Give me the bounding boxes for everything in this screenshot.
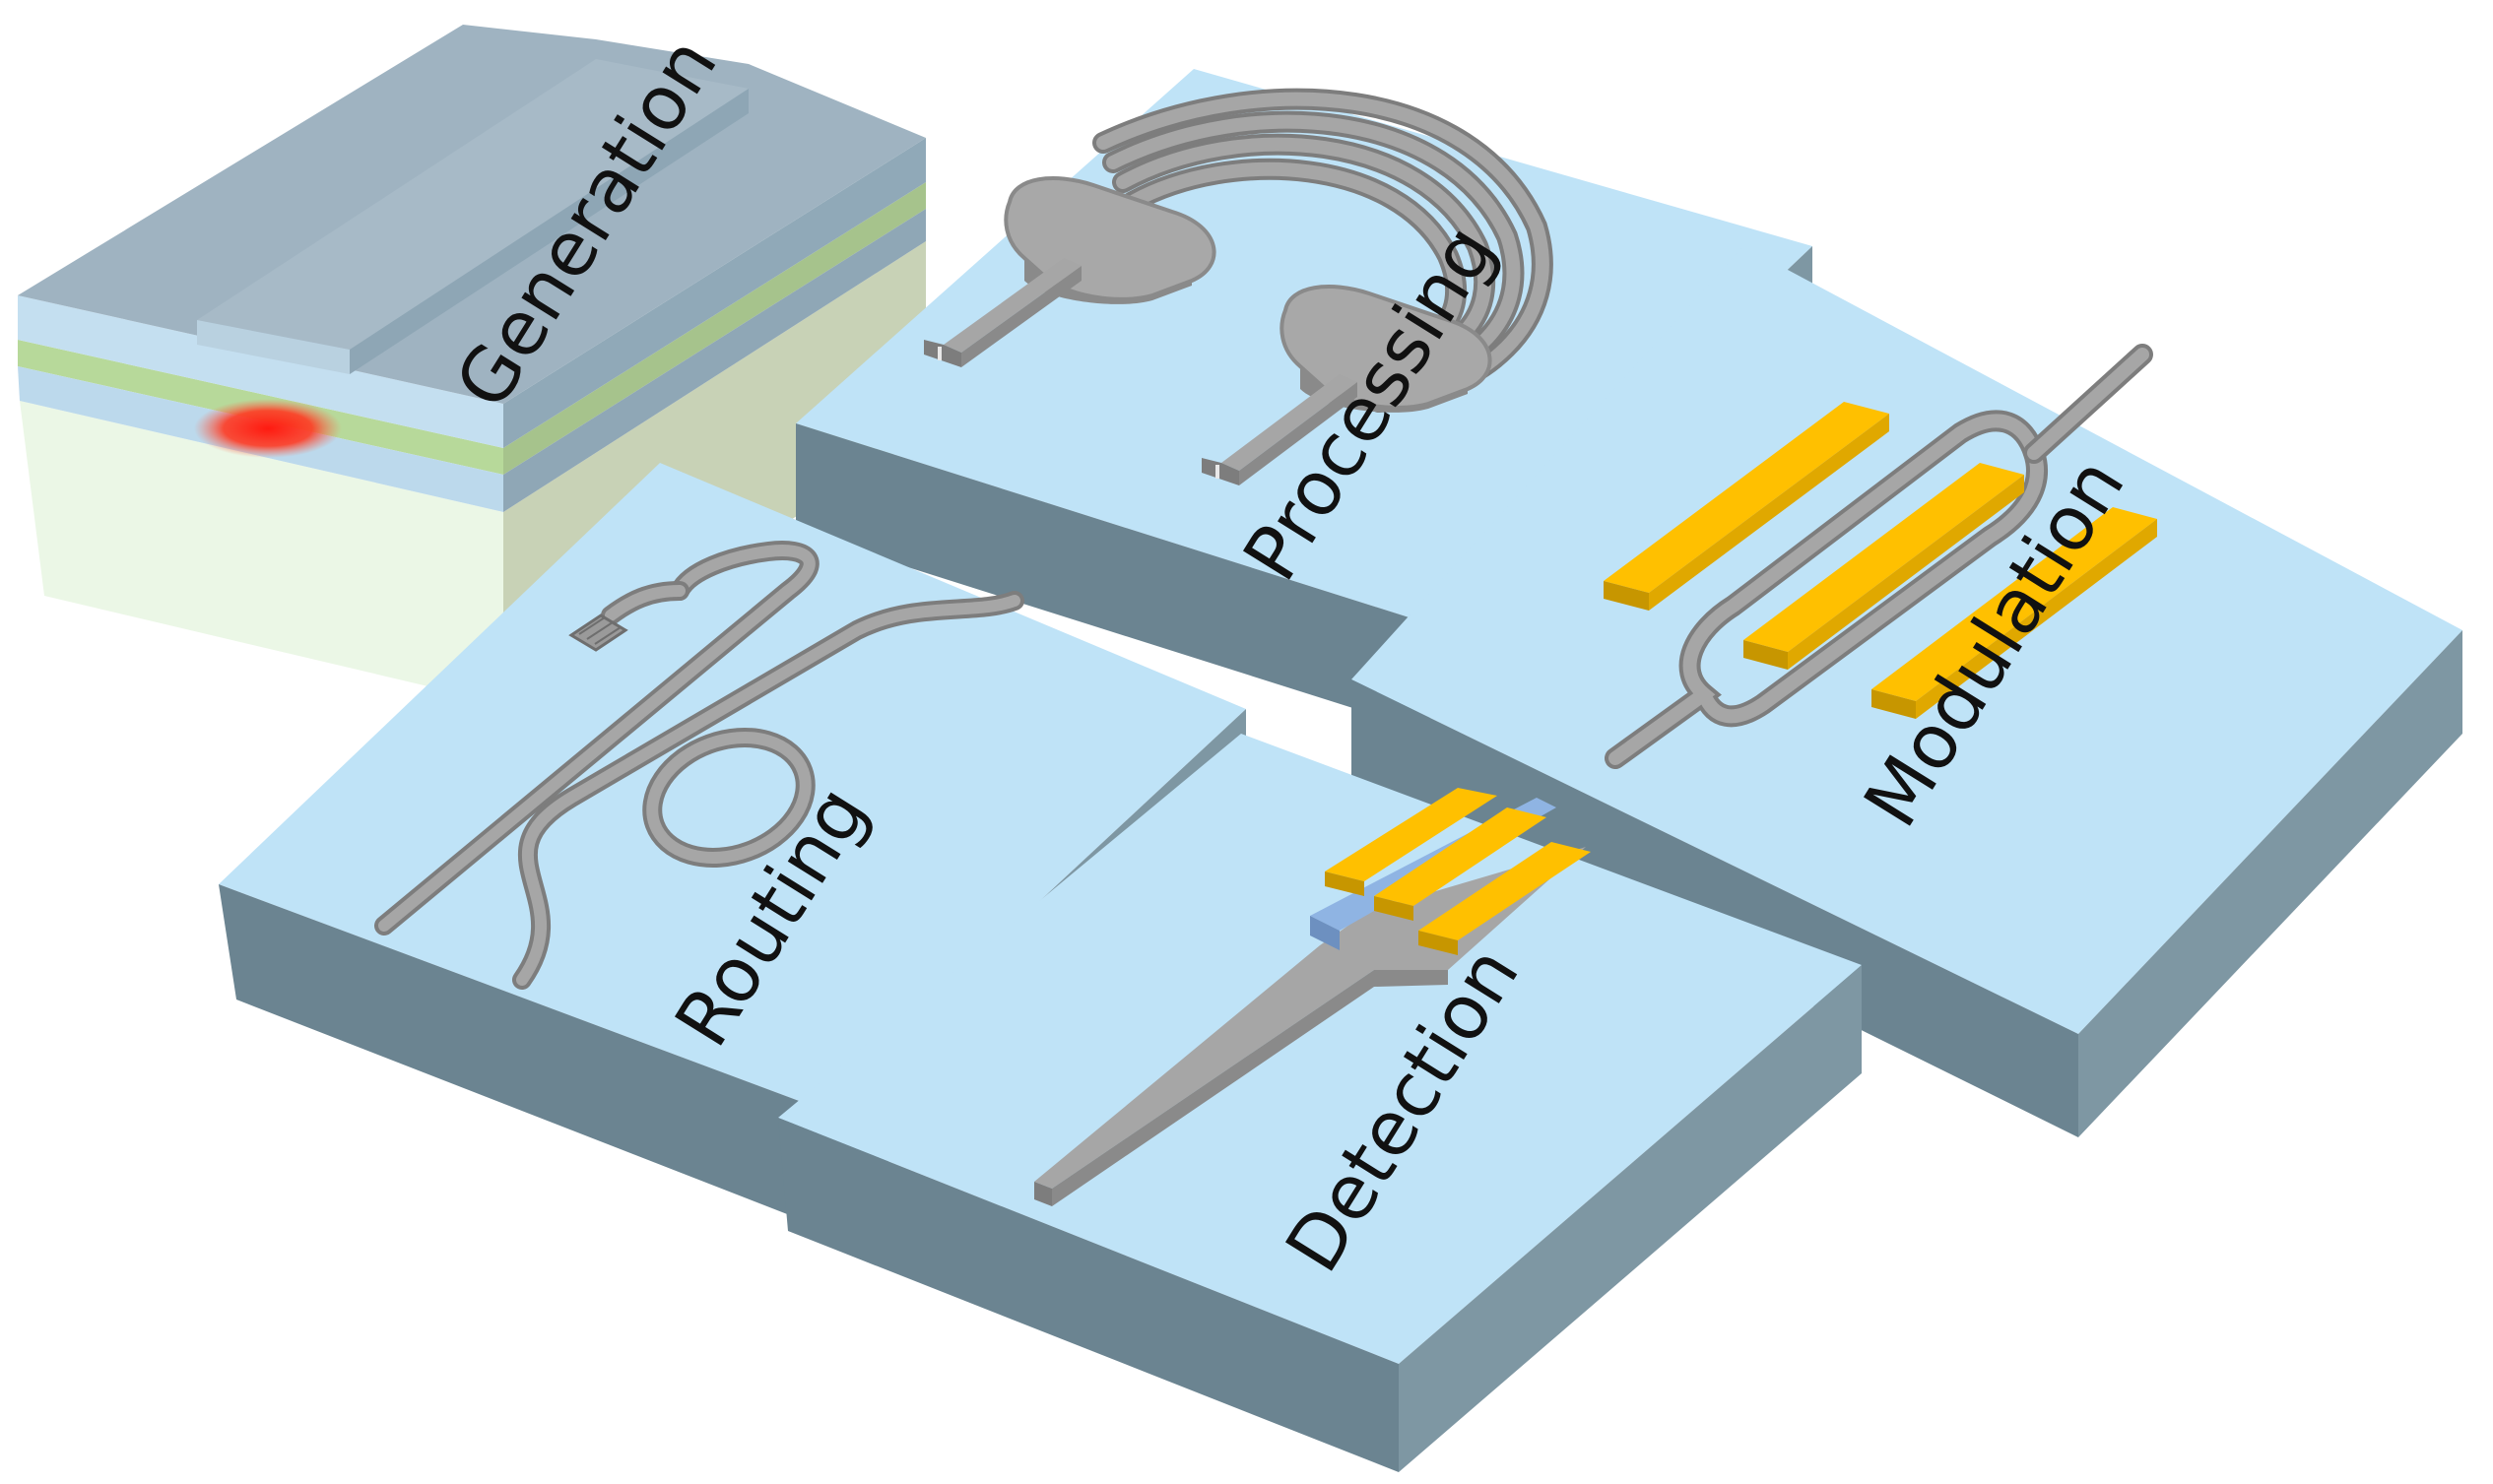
routing-block-front [219,884,818,1226]
generation-active-layer-side [503,182,926,475]
modulation-block-side [2078,630,2462,1137]
laser-spot [194,399,342,458]
detection-block: Detection [778,734,1862,1472]
processing-coupler-right [1279,285,1492,410]
generation-ridge-top [197,59,749,350]
processing-output-waveguides [1202,374,1357,485]
generation-cladding-side-lower [503,209,926,512]
generation-block: Generation [18,23,926,704]
processing-block-front [796,423,1418,729]
mzi-waveguide [1605,344,2153,769]
modulation-block-top [1351,246,2462,1034]
generation-cladding-front [18,295,503,448]
modulation-block: Modulation [1351,246,2462,1137]
processing-input-waveguides [924,258,1082,367]
grating-coupler [568,613,628,652]
generation-ridge-side [350,89,749,374]
modulation-electrodes [1604,402,2157,719]
modulation-block-front [1351,679,2078,1137]
detection-block-side [1399,965,1862,1472]
detection-block-front [778,1118,1399,1472]
routing-waveguides [374,541,1024,990]
generation-substrate-front [20,401,503,704]
generation-ridge-face [197,320,350,374]
generation-cladding-side [503,138,926,448]
detection-electrodes [1325,788,1591,955]
detection-block-top [778,734,1862,1364]
